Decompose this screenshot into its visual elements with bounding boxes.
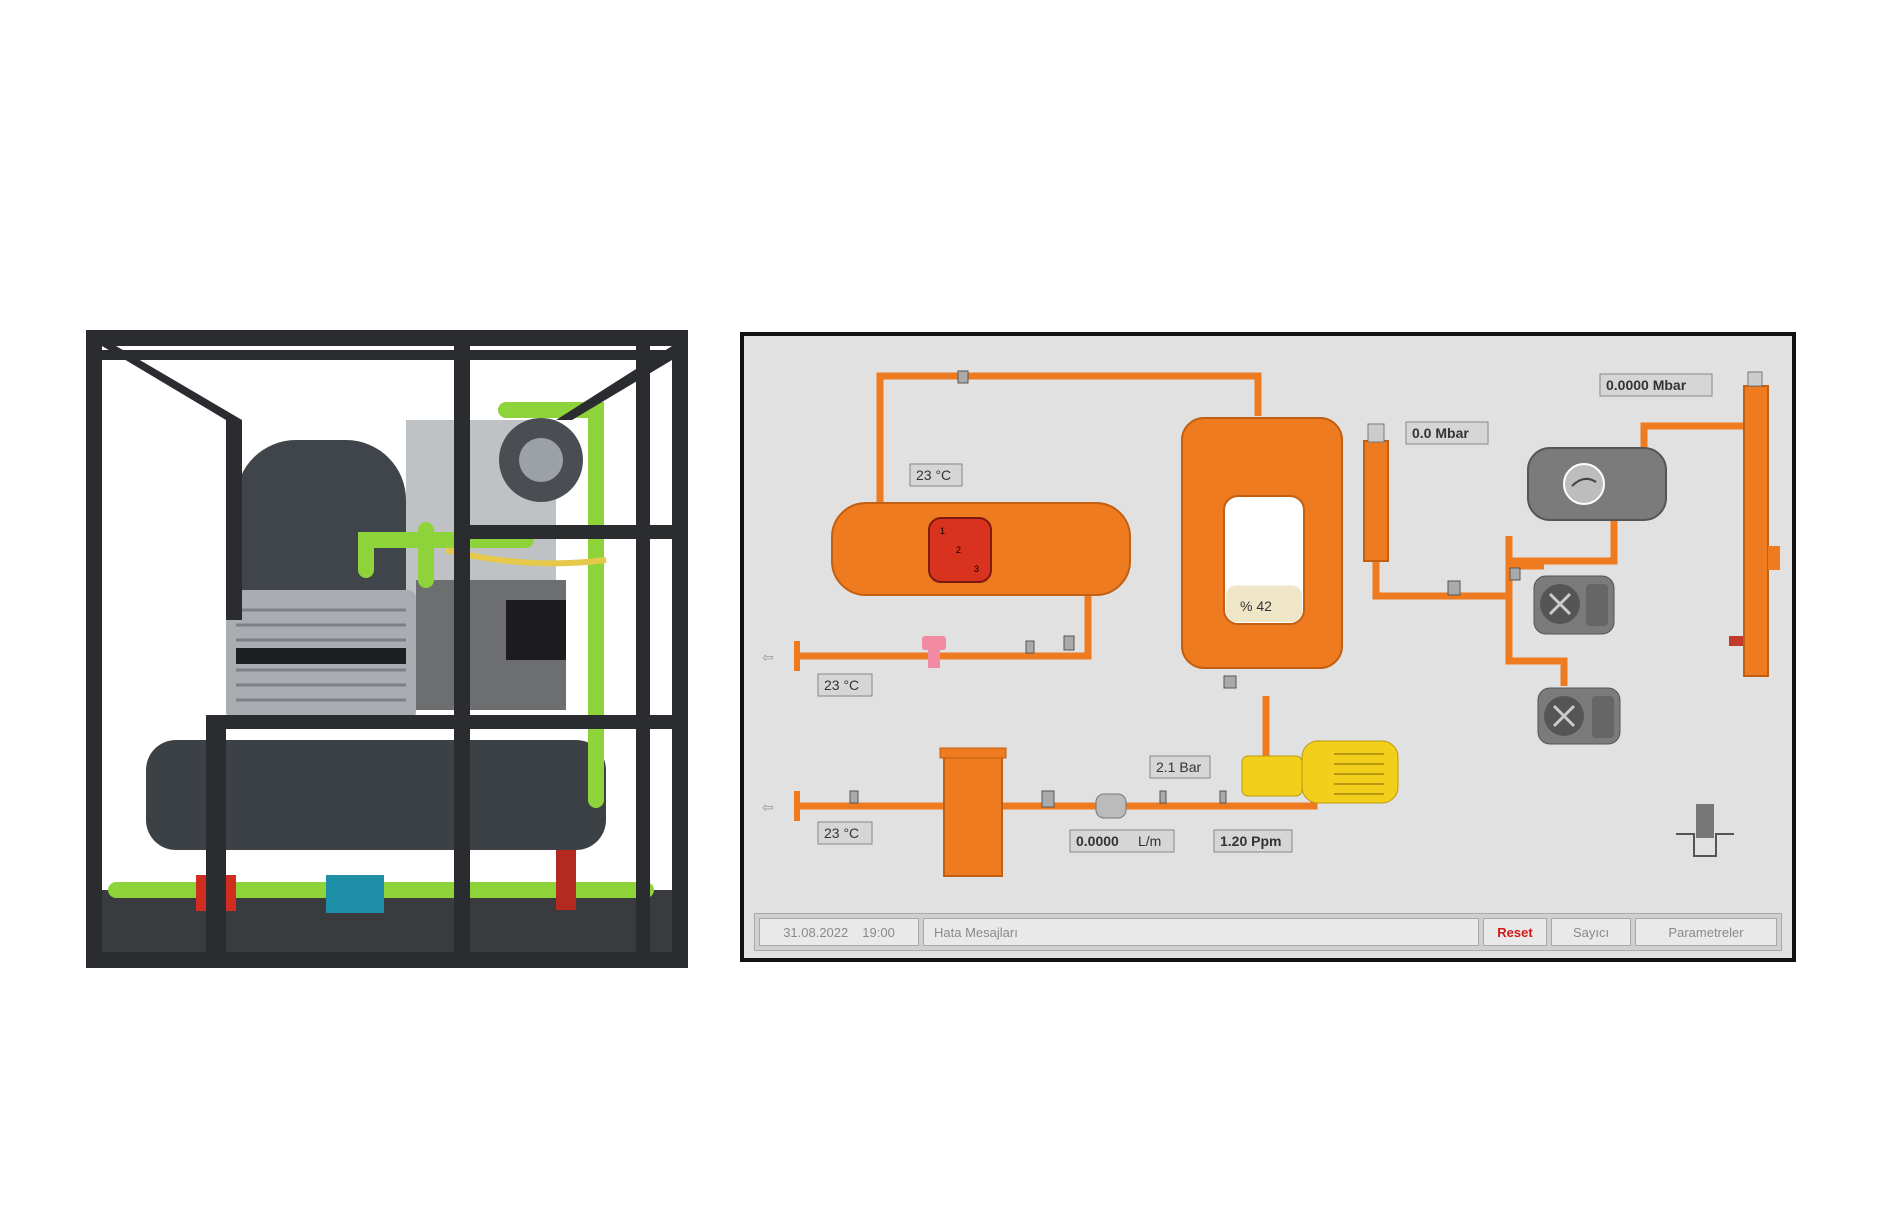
svg-text:1.20 Ppm: 1.20 Ppm bbox=[1220, 833, 1281, 849]
reset-button[interactable]: Reset bbox=[1483, 918, 1547, 946]
flow-meter bbox=[1095, 793, 1127, 819]
svg-text:0.0000 Mbar: 0.0000 Mbar bbox=[1606, 377, 1687, 393]
heater-element bbox=[928, 517, 992, 583]
inlet-valve[interactable] bbox=[922, 636, 946, 650]
readout-flow-rate: 0.0000 L/m bbox=[1069, 829, 1175, 853]
sensor-filter bbox=[1041, 790, 1055, 808]
tank-level-readout: % 42 bbox=[1240, 598, 1272, 614]
horizontal-tank bbox=[146, 740, 606, 850]
filter-housing bbox=[943, 753, 1003, 877]
parameters-button[interactable]: Parametreler bbox=[1635, 918, 1777, 946]
readout-column-pressure: 0.0 Mbar bbox=[1405, 421, 1489, 445]
pump-motor bbox=[1301, 740, 1399, 804]
inlet-arrow-icon: ⇦ bbox=[762, 649, 774, 665]
status-bar: 31.08.2022 19:00 Hata Mesajları Reset Sa… bbox=[754, 913, 1782, 951]
blue-pump bbox=[326, 875, 384, 913]
heater-number-1: 1 bbox=[940, 526, 945, 536]
counter-button[interactable]: Sayıcı bbox=[1551, 918, 1631, 946]
steel-frame bbox=[86, 330, 688, 968]
date-text: 31.08.2022 bbox=[783, 924, 849, 940]
svg-text:23 °C: 23 °C bbox=[916, 467, 951, 483]
error-messages-label: Hata Mesajları bbox=[934, 924, 1018, 940]
sensor-moisture bbox=[1219, 790, 1227, 804]
transfer-pump[interactable] bbox=[1241, 755, 1303, 797]
heater-number-3: 3 bbox=[974, 564, 979, 574]
vacuum-pump-1[interactable] bbox=[1533, 575, 1615, 635]
sensor-pump-inlet bbox=[1509, 567, 1521, 581]
machine-photo bbox=[86, 330, 688, 968]
readout-inlet-temp: 23 °C bbox=[817, 673, 873, 697]
hmi-screen: ⇦ ⇦ 1 2 3 % 42 bbox=[740, 332, 1796, 962]
svg-text:23 °C: 23 °C bbox=[824, 825, 859, 841]
heater-number-2: 2 bbox=[956, 545, 961, 555]
level-sensor-icon bbox=[1676, 804, 1734, 857]
vacuum-gauge-icon bbox=[1563, 463, 1605, 505]
readout-pump-pressure: 2.1 Bar bbox=[1149, 755, 1211, 779]
svg-text:0.0 Mbar: 0.0 Mbar bbox=[1412, 425, 1469, 441]
sensor-vacuum-line bbox=[1447, 580, 1461, 596]
process-diagram: ⇦ ⇦ 1 2 3 % 42 bbox=[762, 370, 1780, 877]
svg-text:L/m: L/m bbox=[1138, 833, 1161, 849]
vacuum-pump-2[interactable] bbox=[1537, 687, 1621, 745]
level-fill bbox=[1226, 585, 1302, 622]
condenser-column bbox=[1363, 440, 1389, 562]
machine-base bbox=[96, 890, 676, 960]
sensor-pressure bbox=[1159, 790, 1167, 804]
sensor-outlet bbox=[849, 790, 859, 804]
svg-text:2.1 Bar: 2.1 Bar bbox=[1156, 759, 1201, 775]
svg-text:23 °C: 23 °C bbox=[824, 677, 859, 693]
vent-column bbox=[1743, 385, 1769, 677]
sensor-top bbox=[957, 370, 969, 384]
outlet-arrow-icon: ⇦ bbox=[762, 799, 774, 815]
datetime-display: 31.08.2022 19:00 bbox=[759, 918, 919, 946]
sensor-vessel bbox=[1063, 635, 1075, 651]
readout-vacuum-pressure: 0.0000 Mbar bbox=[1599, 373, 1713, 397]
sensor-inlet bbox=[1025, 640, 1035, 654]
readout-top-temp: 23 °C bbox=[909, 463, 963, 487]
sensor-column-bottom bbox=[1223, 675, 1237, 689]
error-messages-field[interactable]: Hata Mesajları bbox=[923, 918, 1479, 946]
time-text: 19:00 bbox=[862, 924, 895, 940]
svg-text:0.0000: 0.0000 bbox=[1076, 833, 1119, 849]
readout-moisture: 1.20 Ppm bbox=[1213, 829, 1293, 853]
readout-outlet-temp: 23 °C bbox=[817, 821, 873, 845]
